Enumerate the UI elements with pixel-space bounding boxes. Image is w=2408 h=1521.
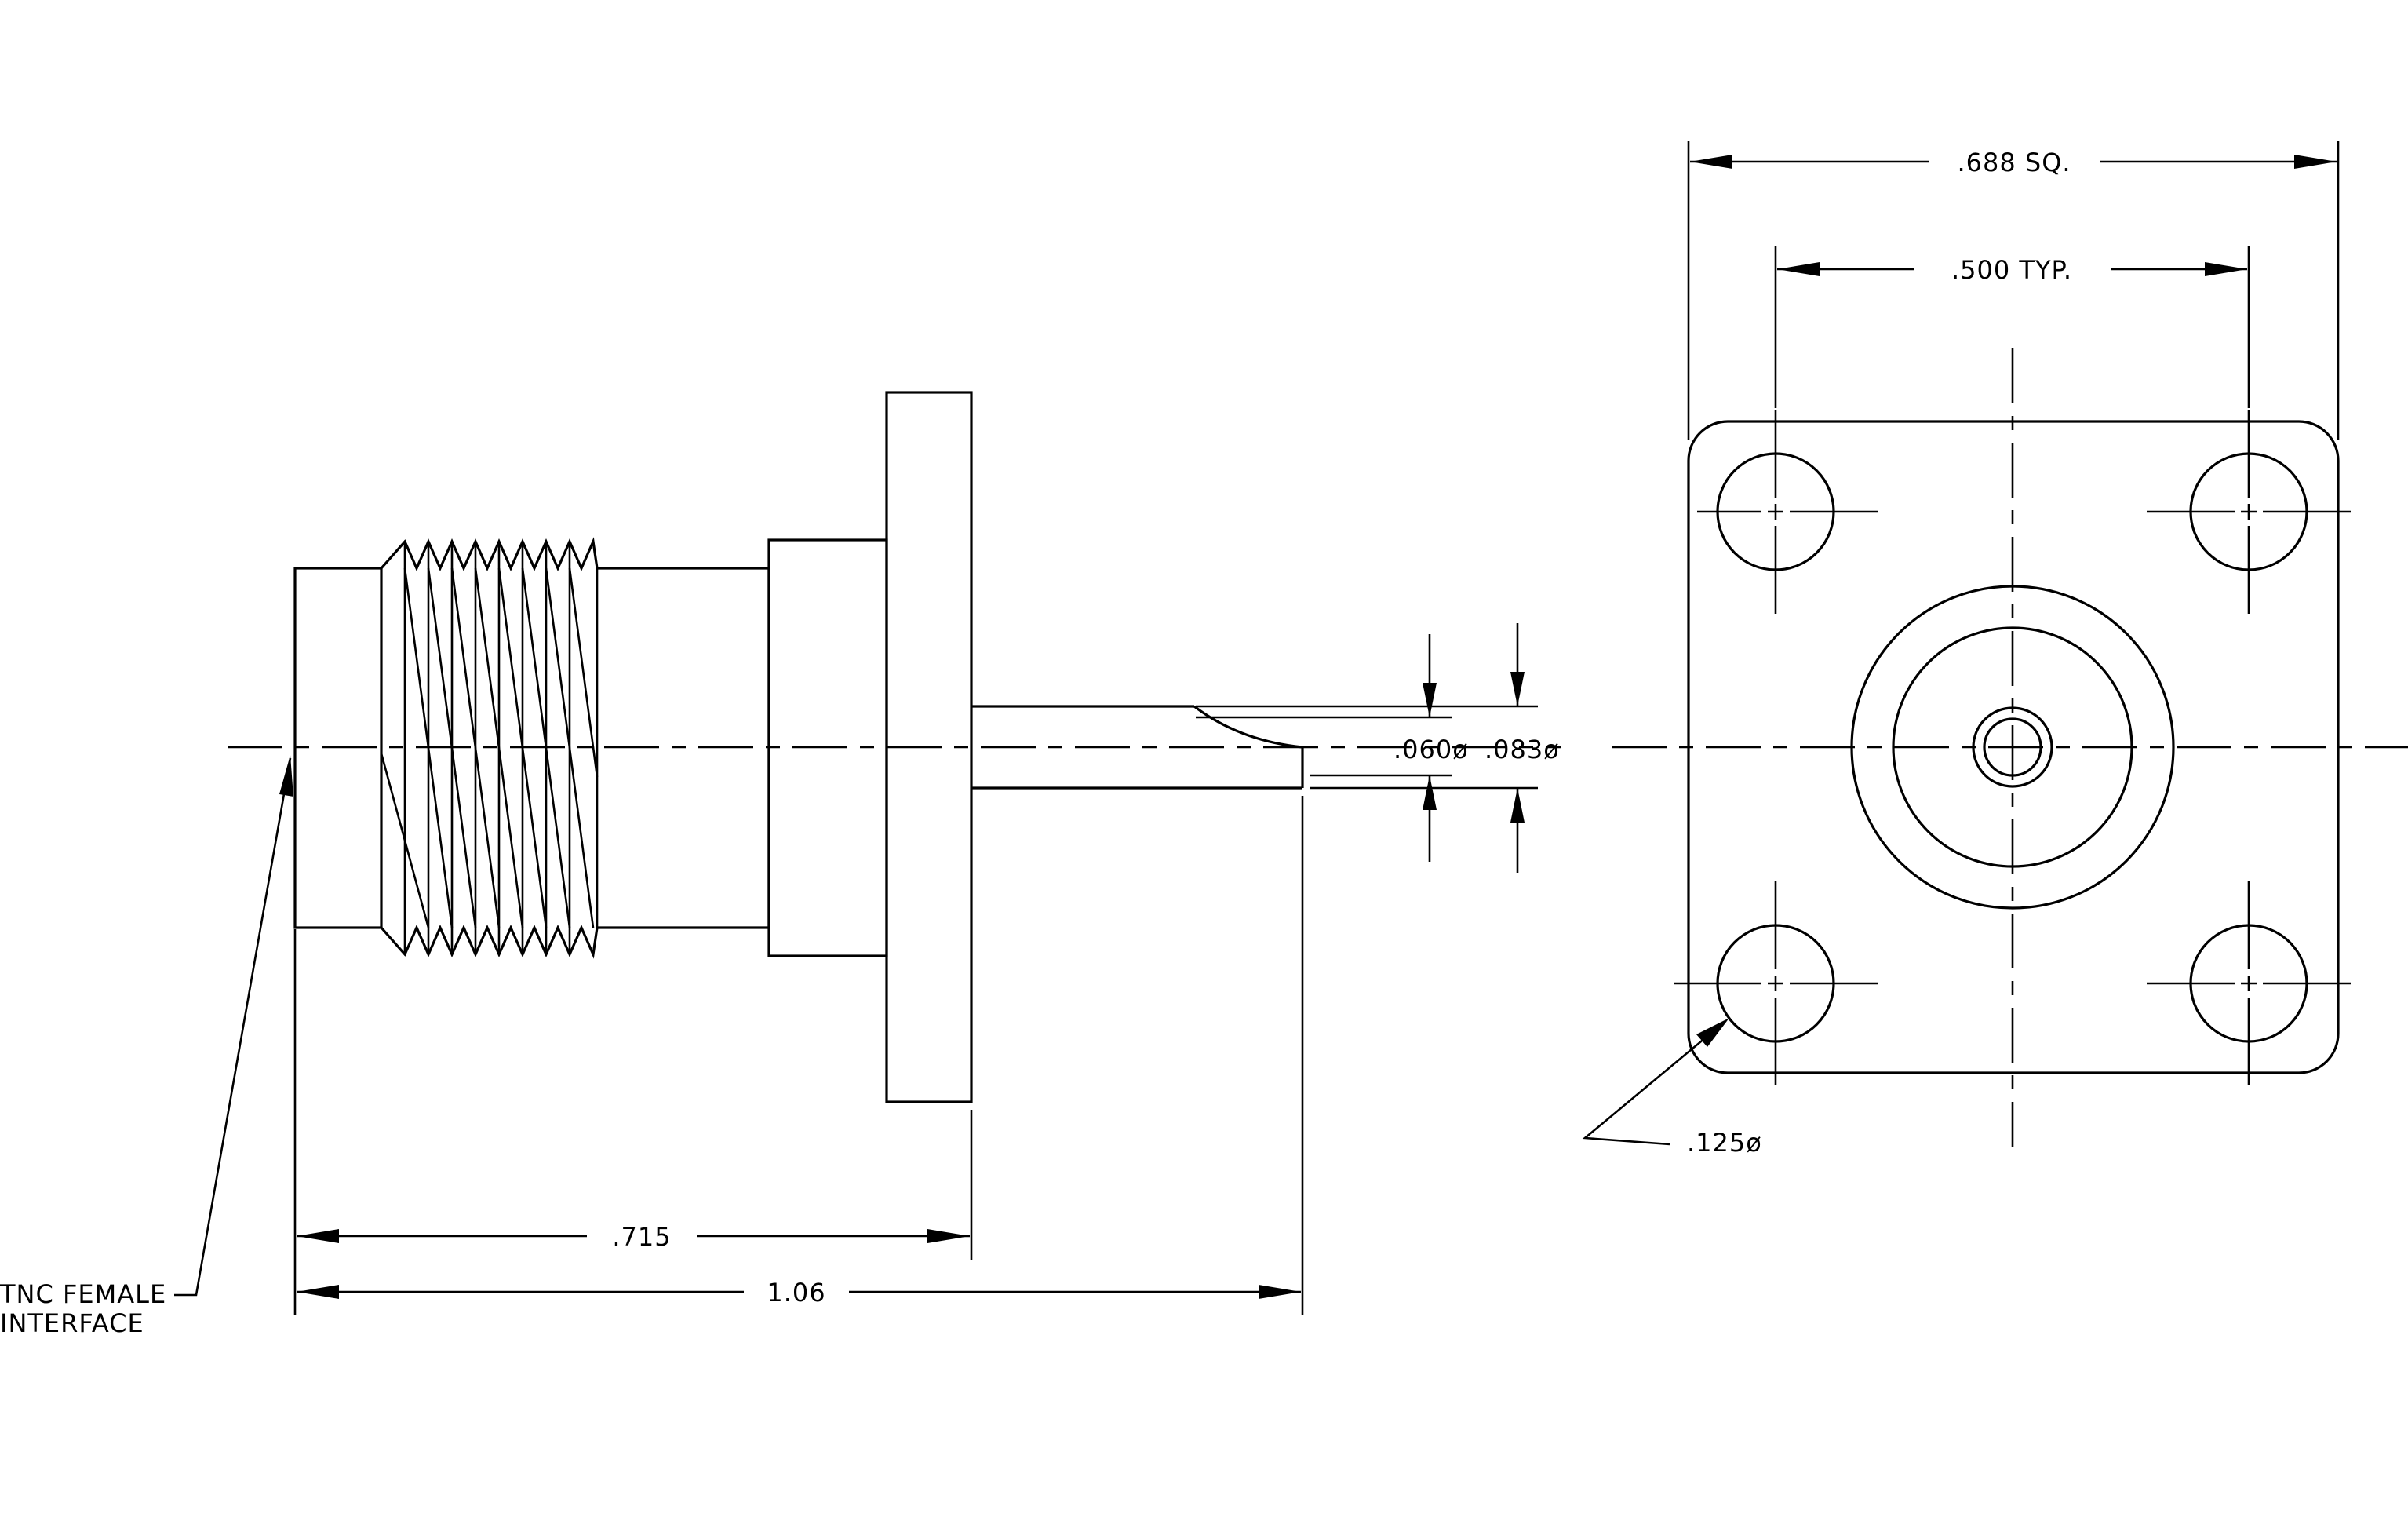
flange-length-label: .715 <box>612 1222 671 1252</box>
mounting-hole-top-right <box>2147 410 2351 614</box>
pin <box>971 705 1304 790</box>
pin-outer-dia-label: .083ø <box>1485 735 1560 764</box>
outer-body-circle <box>1850 585 2175 910</box>
side-view: .060ø .083ø .715 1.06 TNC FEMALE INTERFA… <box>0 391 1561 1338</box>
thread-section <box>380 537 599 959</box>
mounting-hole-top-left <box>1697 410 1878 614</box>
flange <box>885 391 973 1103</box>
mounting-hole-bottom-left <box>1674 881 1878 1085</box>
pin-inner-dia-label: .060ø <box>1393 735 1469 764</box>
interface-leader <box>174 757 292 1297</box>
hole-dia-label: .125ø <box>1687 1128 1762 1158</box>
pin-circle-outer <box>1972 706 2053 788</box>
overall-length-label: 1.06 <box>767 1278 825 1308</box>
interface-callout-line2: INTERFACE <box>0 1308 144 1338</box>
hole-spacing-label: .500 TYP. <box>1951 255 2072 285</box>
square-size-label: .688 SQ. <box>1957 148 2071 177</box>
hole-dia-leader <box>1582 1021 1725 1146</box>
pin-circle-inner <box>1983 717 2042 777</box>
front-view: .688 SQ. .500 TYP. .125ø <box>1582 141 2408 1158</box>
interface-callout-line1: TNC FEMALE <box>0 1279 166 1309</box>
dielectric-circle <box>1892 626 2133 868</box>
mounting-hole-bottom-right <box>2147 881 2351 1085</box>
